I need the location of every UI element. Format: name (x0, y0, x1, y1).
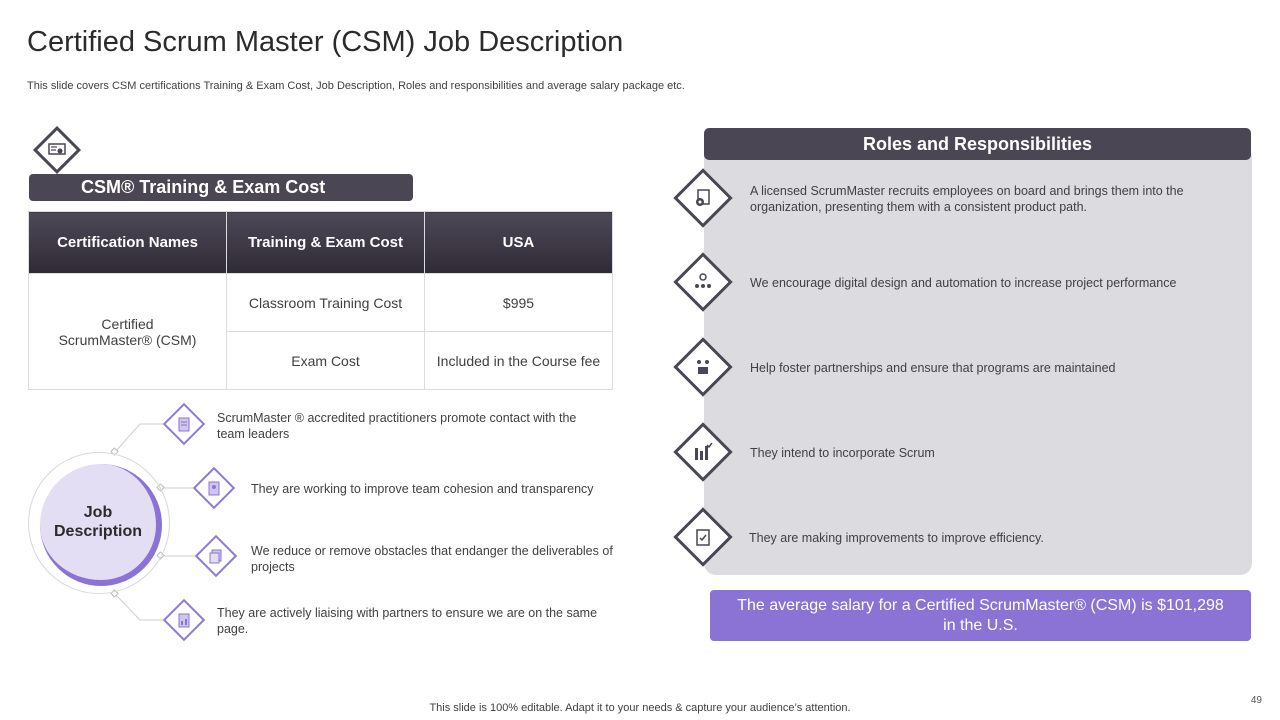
cost-table: Certification Names Training & Exam Cost… (28, 211, 613, 390)
training-header: CSM® Training & Exam Cost (29, 174, 413, 201)
job-item-diamond (162, 402, 206, 446)
job-description-circle: Job Description (40, 464, 162, 586)
roles-header: Roles and Responsibilities (704, 128, 1251, 160)
page-number: 49 (1250, 695, 1262, 706)
partnership-icon (693, 357, 713, 377)
role-item-text: They are making improvements to improve … (749, 531, 1044, 545)
page-subtitle: This slide covers CSM certifications Tra… (27, 80, 685, 92)
role-diamond (673, 422, 733, 482)
job-item-diamond (194, 534, 238, 578)
clipboard-icon (177, 416, 191, 432)
report-icon (177, 612, 191, 628)
salary-banner: The average salary for a Certified Scrum… (710, 590, 1251, 641)
col-header-cost: Training & Exam Cost (226, 211, 425, 274)
gears-document-icon (693, 188, 713, 208)
table-row: Certified ScrumMaster® (CSM) Classroom T… (28, 273, 613, 390)
role-diamond (673, 252, 733, 312)
role-item-text: Help foster partnerships and ensure that… (750, 361, 1116, 375)
job-item-text: ScrumMaster ® accredited practitioners p… (217, 411, 577, 441)
job-item-text: They are working to improve team cohesio… (251, 482, 594, 496)
col-header-usa: USA (424, 211, 613, 274)
salary-text: The average salary for a Certified Scrum… (737, 596, 1224, 634)
role-diamond (673, 337, 733, 397)
id-card-icon (207, 480, 221, 496)
cert-name-cell: Certified ScrumMaster® (CSM) (28, 273, 227, 390)
footer-note: This slide is 100% editable. Adapt it to… (429, 702, 851, 714)
role-item-text: A licensed ScrumMaster recruits employee… (750, 184, 1184, 214)
role-diamond (673, 507, 733, 567)
usa-cell: $995 (424, 273, 613, 332)
role-item-text: They intend to incorporate Scrum (750, 446, 935, 460)
certificate-icon (48, 143, 66, 157)
cost-cell: Classroom Training Cost (226, 273, 425, 332)
col-header-certification: Certification Names (28, 211, 227, 274)
checklist-bars-icon (693, 442, 713, 462)
usa-cell: Included in the Course fee (424, 331, 613, 390)
roles-panel (704, 145, 1252, 575)
page-title: Certified Scrum Master (CSM) Job Descrip… (27, 26, 624, 58)
team-settings-icon (693, 272, 713, 292)
cost-cell: Exam Cost (226, 331, 425, 390)
job-item-text: They are actively liaising with partners… (217, 606, 598, 636)
job-item-diamond (192, 466, 236, 510)
documents-icon (208, 548, 224, 564)
job-description-ring (28, 452, 170, 594)
role-diamond (673, 168, 733, 228)
certificate-diamond (32, 125, 82, 175)
job-item-text: We reduce or remove obstacles that endan… (251, 544, 613, 574)
table-row: Exam Cost Included in the Course fee (29, 331, 613, 390)
role-item-text: We encourage digital design and automati… (750, 276, 1177, 290)
clipboard-check-icon (693, 527, 713, 547)
job-item-diamond (162, 598, 206, 642)
